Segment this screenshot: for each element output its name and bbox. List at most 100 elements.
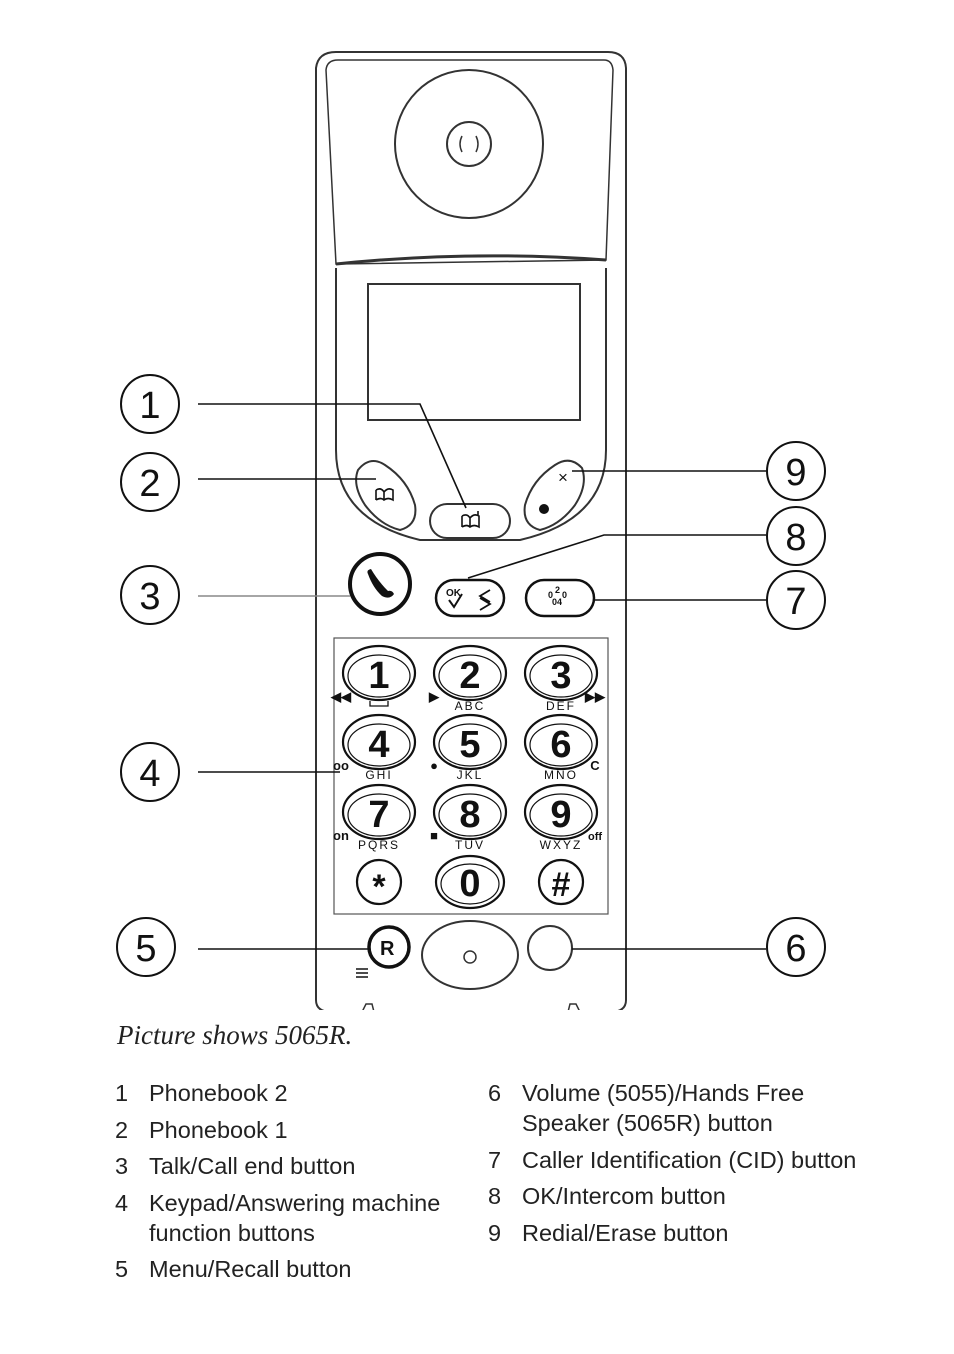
svg-text:0: 0: [548, 590, 553, 600]
key-function-label: off: [588, 831, 602, 843]
key-function-label: oo: [333, 758, 349, 773]
legend-item: 2 Phonebook 1: [115, 1115, 485, 1145]
redial-icon: [539, 504, 549, 514]
legend-item: 7 Caller Identification (CID) button: [488, 1145, 868, 1175]
key-hash[interactable]: #: [537, 858, 585, 906]
recall-button[interactable]: R: [356, 925, 411, 978]
key-function-label: ▶: [428, 689, 440, 704]
callout-number: 1: [139, 385, 160, 427]
key-1[interactable]: 1 ◀◀: [330, 644, 417, 707]
legend-text: Caller Identification (CID) button: [522, 1146, 857, 1173]
svg-text:0: 0: [552, 597, 557, 607]
legend-text: Menu/Recall button: [149, 1256, 352, 1282]
legend-number: 7: [488, 1146, 502, 1173]
key-function-label: ▶▶: [584, 689, 606, 704]
legend-text: Phonebook 1: [149, 1116, 288, 1143]
key-digit: 5: [459, 724, 480, 766]
callout-5: 5: [116, 917, 176, 977]
phonebook-2-button[interactable]: [429, 503, 511, 539]
legend-text: Talk/Call end button: [149, 1153, 356, 1179]
erase-icon: ×: [558, 468, 568, 487]
key-letters: ABC: [455, 699, 486, 713]
figure-caption: Picture shows 5065R.: [117, 1020, 353, 1050]
legend-number: 6: [488, 1080, 502, 1106]
key-digit: 7: [368, 794, 389, 836]
callout-4: 4: [120, 742, 180, 802]
legend-text: Phonebook 2: [149, 1080, 288, 1106]
handset-feet: [362, 1003, 580, 1010]
navigation-button[interactable]: [421, 920, 519, 990]
intercom-icon: [478, 589, 492, 611]
callout-number: 4: [139, 753, 160, 795]
legend-item: 3 Talk/Call end button: [115, 1151, 485, 1181]
callout-8: 8: [766, 506, 826, 566]
legend-number: 2: [115, 1116, 129, 1143]
key-letters: WXYZ: [540, 838, 583, 852]
key-digit: *: [372, 868, 386, 906]
check-icon: [448, 593, 463, 609]
book-icon: [461, 511, 480, 529]
callout-2: 2: [120, 452, 180, 512]
key-letters: JKL: [457, 768, 484, 782]
key-function-label: on: [333, 828, 349, 843]
legend-number: 8: [488, 1183, 502, 1209]
key-digit: 4: [368, 724, 389, 766]
recall-label: R: [380, 938, 395, 960]
talk-button[interactable]: [348, 552, 412, 616]
key-digit: 0: [459, 863, 480, 905]
key-digit: 2: [459, 655, 480, 697]
key-digit: 1: [368, 655, 389, 697]
legend-item: 5 Menu/Recall button: [115, 1254, 485, 1284]
legend-number: 3: [115, 1153, 129, 1179]
legend-item: 4 Keypad/Answering machine function butto…: [115, 1188, 485, 1248]
display-screen: [367, 283, 581, 421]
key-letters: TUV: [455, 838, 485, 852]
legend-text: Keypad/Answering machine function button…: [149, 1189, 441, 1246]
callout-number: 6: [785, 928, 806, 970]
key-function-label: C: [590, 758, 600, 773]
svg-text:0: 0: [562, 590, 567, 600]
earpiece: [394, 69, 544, 219]
front-panel-outline: [335, 268, 607, 541]
legend-text: OK/Intercom button: [522, 1183, 726, 1209]
legend-number: 9: [488, 1219, 502, 1246]
redial-erase-button[interactable]: ×: [523, 459, 585, 532]
legend-number: 5: [115, 1256, 129, 1282]
legend-item: 8 OK/Intercom button: [488, 1181, 868, 1211]
key-function-label: ■: [430, 828, 438, 843]
voicemail-icon: [369, 701, 389, 707]
callout-6: 6: [766, 917, 826, 977]
legend-number: 4: [115, 1189, 129, 1216]
key-letters: MNO: [544, 768, 578, 782]
key-digit: 9: [550, 794, 571, 836]
key-star[interactable]: *: [355, 858, 403, 906]
callout-number: 8: [785, 517, 806, 559]
key-letters: PQRS: [358, 838, 400, 852]
ok-intercom-button[interactable]: OK: [434, 578, 506, 618]
handset-icon: [367, 569, 394, 598]
volume-speaker-button[interactable]: [527, 925, 573, 971]
key-letters: GHI: [365, 768, 392, 782]
key-0[interactable]: 0: [434, 854, 506, 910]
key-function-label: ◀◀: [330, 689, 352, 704]
ok-label: OK: [446, 588, 462, 599]
phonebook-1-button[interactable]: [355, 460, 417, 532]
key-digit: 6: [550, 724, 571, 766]
